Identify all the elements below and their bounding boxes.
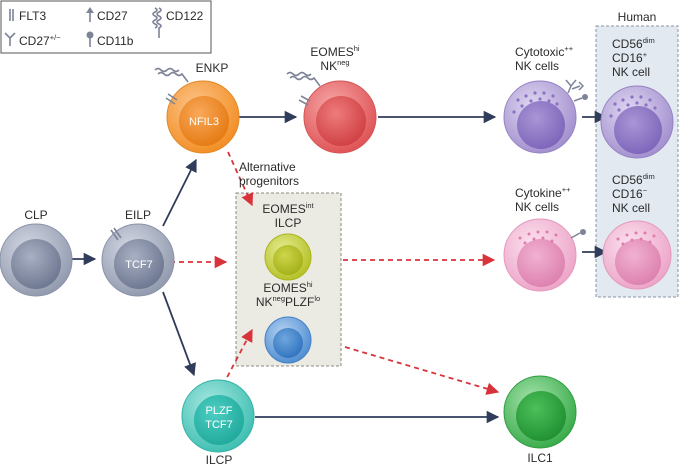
legend: FLT3 CD27 CD122 CD27+/− CD11b: [0, 0, 212, 54]
svg-text:CD16−: CD16−: [612, 186, 648, 201]
nk-neg-alt-label: NK: [256, 295, 273, 309]
legend-frame: [0, 0, 212, 54]
cytotoxic-label-2: NK cells: [515, 59, 559, 73]
eomes-int-sup: int: [306, 201, 315, 210]
cd11b-icon: [86, 31, 94, 47]
human-a-cd16: CD16: [612, 51, 643, 65]
ilcp-inner-label-1: PLZF: [206, 405, 233, 417]
svg-text:CD16+: CD16+: [612, 50, 648, 65]
nk-neg-sup: neg: [337, 58, 350, 67]
human-b-nk: NK cell: [612, 201, 650, 215]
svg-text:EOMEShi: EOMEShi: [263, 280, 313, 295]
human-b-cd16: CD16: [612, 187, 643, 201]
eilp-flt3-receptor-icon: [110, 227, 122, 241]
eomes-receptors-icon: [286, 71, 321, 106]
ilcp-inner-label-2: TCF7: [205, 419, 233, 431]
enkp-label: ENKP: [196, 61, 229, 75]
legend-flt3-label: FLT3: [19, 9, 46, 23]
ilcp-cell: [181, 379, 255, 453]
eomes-hi-plzf-lo-cell: [264, 316, 312, 364]
nk-neg-label: NK: [320, 59, 337, 73]
legend-cd122-label: CD122: [166, 9, 204, 23]
svg-text:CD56dim: CD56dim: [612, 36, 655, 51]
cd122-icon: [152, 7, 162, 38]
cytokine-receptors-icon: [570, 229, 586, 239]
plzf-lo-sup: lo: [314, 294, 320, 303]
cytokine-label: Cytokine: [515, 186, 562, 200]
legend-cd27-variable-sup: +/−: [50, 33, 61, 42]
ilc1-cell: [503, 375, 577, 449]
enkp-cell: [166, 80, 240, 154]
cytokine-label-2: NK cells: [515, 200, 559, 214]
eomes-hi-label: EOMES: [310, 45, 353, 59]
eomes-hi-sup: hi: [354, 44, 360, 53]
svg-text:NKneg: NKneg: [320, 58, 349, 73]
arrow-alternative-to-ilc1: [344, 346, 500, 395]
flt3-icon: [9, 9, 14, 21]
svg-text:CD56dim: CD56dim: [612, 172, 655, 187]
human-cd56dim-cd16neg-cell: [602, 220, 672, 290]
cytotoxic-label: Cytotoxic: [515, 45, 564, 59]
arrow-ilcp-to-alternative: [222, 328, 253, 386]
arrow-eilp-to-ilcp: [162, 291, 196, 377]
human-b-cd56-sup: dim: [643, 172, 655, 181]
eilp-label: EILP: [125, 208, 151, 222]
arrow-enkp-to-alternative: [227, 151, 254, 207]
cd27-variable-icon: [4, 32, 16, 46]
human-b-cd16-sup: −: [643, 186, 648, 195]
eomes-int-ilcp-cell: [264, 233, 312, 281]
human-a-cd56-sup: dim: [643, 36, 655, 45]
human-title: Human: [618, 10, 657, 24]
ilc1-label: ILC1: [527, 451, 553, 465]
cd27-icon: [86, 7, 94, 22]
svg-text:NKnegPLZFlo: NKnegPLZFlo: [256, 294, 320, 309]
human-a-cd16-sup: +: [643, 50, 648, 59]
eomes-int-label: EOMES: [262, 202, 305, 216]
eilp-inner-label: TCF7: [125, 259, 153, 271]
human-a-nk: NK cell: [612, 65, 650, 79]
enkp-inner-label: NFIL3: [189, 116, 219, 128]
svg-text:Cytotoxic++: Cytotoxic++: [515, 44, 574, 59]
human-b-cd56: CD56: [612, 173, 643, 187]
human-cd56dim-cd16pos-cell: [600, 85, 674, 159]
eomes-hi-alt-sup: hi: [307, 280, 313, 289]
svg-text:EOMEShi: EOMEShi: [310, 44, 360, 59]
cytokine-sup: ++: [562, 185, 571, 194]
solid-arrows: [72, 110, 500, 424]
cytotoxic-sup: ++: [564, 44, 573, 53]
legend-cd11b-label: CD11b: [97, 34, 134, 48]
eomes-hi-alt-label: EOMES: [263, 281, 306, 295]
human-a-cd56: CD56: [612, 37, 643, 51]
svg-text:EOMESint: EOMESint: [262, 201, 314, 216]
clp-cell: [0, 223, 73, 297]
eomes-hi-nk-neg-cell: [303, 80, 377, 154]
eilp-cell: [101, 223, 175, 297]
ilcp-label: ILCP: [206, 453, 233, 467]
svg-text:CD27+/−: CD27+/−: [19, 33, 61, 48]
alternative-title-line1: Alternative: [239, 160, 296, 174]
svg-text:Cytokine++: Cytokine++: [515, 185, 571, 200]
cytotoxic-nk-cell: [503, 80, 577, 154]
legend-cd27-label: CD27: [97, 9, 128, 23]
cytokine-nk-cell: [503, 218, 577, 292]
enkp-receptors-icon: [154, 67, 189, 105]
clp-label: CLP: [24, 208, 47, 222]
arrow-eilp-to-enkp: [162, 158, 197, 227]
legend-cd27-variable-label: CD27: [19, 34, 50, 48]
cytotoxic-receptors-icon: [565, 79, 588, 102]
nk-neg-alt-sup: neg: [272, 294, 285, 303]
plzf-lo-label: PLZF: [285, 295, 314, 309]
ilcp-alt-label: ILCP: [275, 216, 302, 230]
alternative-title-line2: progenitors: [239, 174, 299, 188]
